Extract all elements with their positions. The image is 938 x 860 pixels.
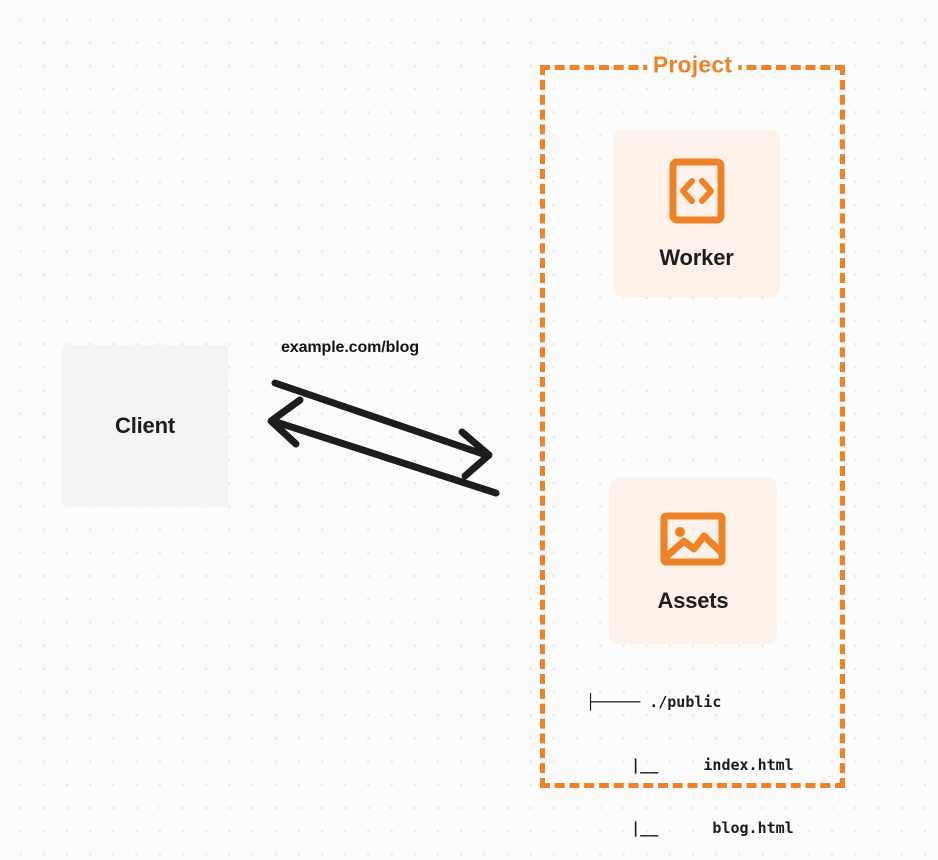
node-assets[interactable]: Assets <box>609 478 777 644</box>
project-group-label: Project <box>646 53 739 77</box>
node-worker[interactable]: Worker <box>613 130 780 297</box>
code-brackets-icon <box>669 158 725 229</box>
file-tree-row: |__ blog.html <box>586 819 794 837</box>
node-assets-label: Assets <box>657 587 729 613</box>
response-arrow <box>267 396 500 497</box>
request-url-label: example.com/blog <box>281 339 419 356</box>
image-icon <box>660 511 726 572</box>
file-tree-row: ├───── ./public <box>586 693 722 711</box>
node-worker-label: Worker <box>659 245 734 270</box>
project-group: Project <box>540 53 845 788</box>
node-client[interactable]: Client <box>62 345 228 507</box>
file-tree-row: |__ index.html <box>586 756 794 774</box>
node-client-label: Client <box>115 413 175 438</box>
assets-file-tree: ├───── ./public |__ index.html |__ blog.… <box>586 650 794 860</box>
request-arrow <box>271 379 493 480</box>
